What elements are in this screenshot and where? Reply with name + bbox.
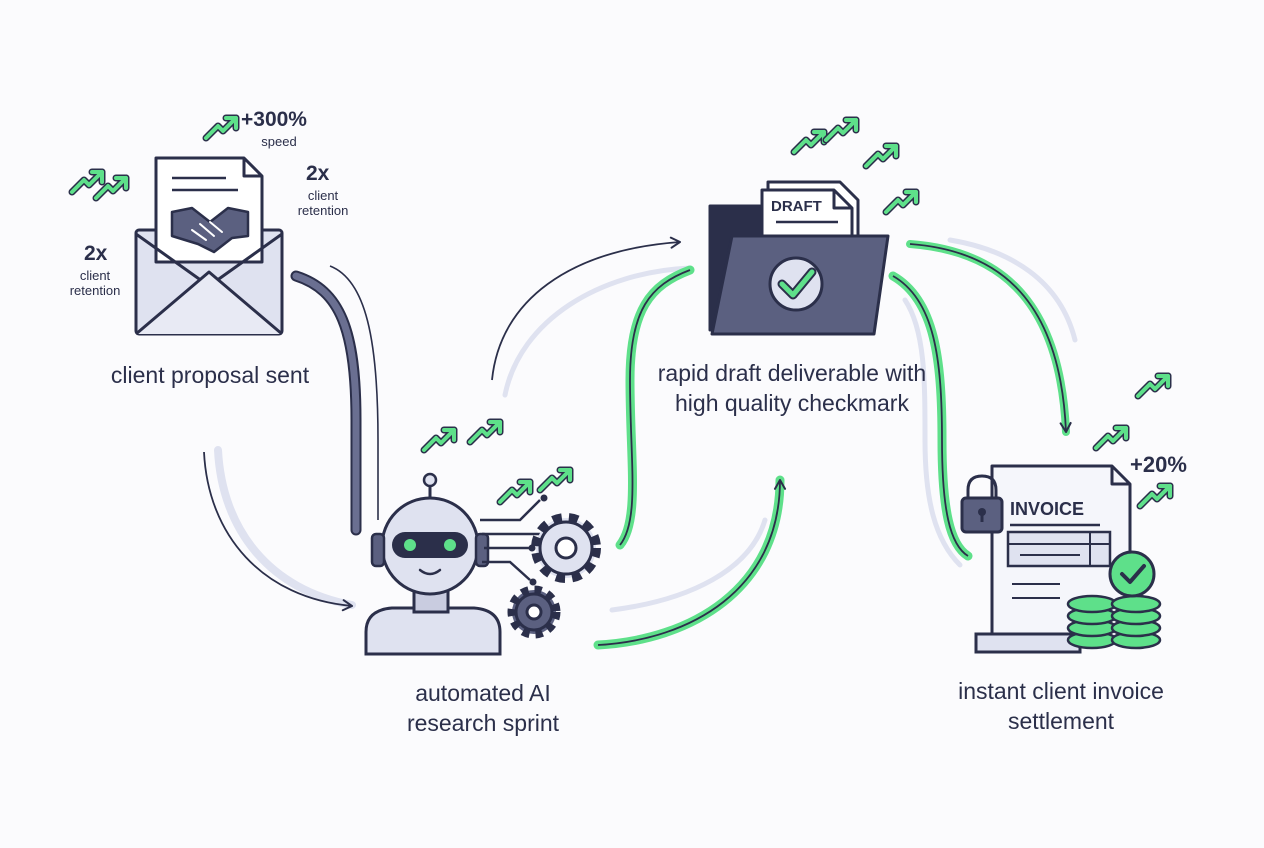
step-label-proposal: client proposal sent [110,362,310,388]
trend-arrow-icon [206,118,236,138]
stat-retention-left-caption: client retention [69,268,121,298]
folder-check-icon: DRAFT [708,180,890,336]
step-label-invoice: instant client invoice settlement [958,678,1164,734]
stat-speed-caption: speed [261,134,297,149]
stat-retention-right-caption: client retention [297,188,349,218]
connector-draft-to-invoice [888,237,1078,568]
trend-arrow-icon [424,430,454,450]
step-label-research: automated AI research sprint [406,680,560,736]
robot-gears-icon [364,472,601,656]
envelope-handshake-icon [134,156,284,336]
trend-arrow-icon [886,192,916,212]
step-label-draft: rapid draft deliverable with high qualit… [657,360,927,416]
trend-arrow-icon [794,132,824,152]
coin-stack-icon [1066,594,1162,650]
trend-arrow-icon [540,470,570,490]
trend-arrow-icon [1138,376,1168,396]
stat-speed-value: +300% [241,108,307,131]
stat-invoice-value: +20% [1130,452,1187,477]
invoice-coins-icon: INVOICE [960,464,1162,654]
gear-icon [507,585,561,639]
stat-retention-right-value: 2x [306,162,330,185]
stat-retention-left-value: 2x [84,242,108,265]
trend-arrow-icon [1140,486,1170,506]
trend-arrow-icon [470,422,500,442]
connector-proposal-to-robot [203,265,379,612]
padlock-icon [960,474,1004,534]
gear-icon [531,513,601,583]
trend-arrow-icon [826,120,856,140]
trend-arrow-icon [500,482,530,502]
trend-arrow-icon [866,146,896,166]
draft-doc-label: DRAFT [771,198,822,215]
connector-robot-to-draft [491,236,787,650]
trend-arrow-icon [1096,428,1126,448]
trend-arrow-icon [72,172,102,192]
invoice-doc-label: INVOICE [1010,499,1084,519]
